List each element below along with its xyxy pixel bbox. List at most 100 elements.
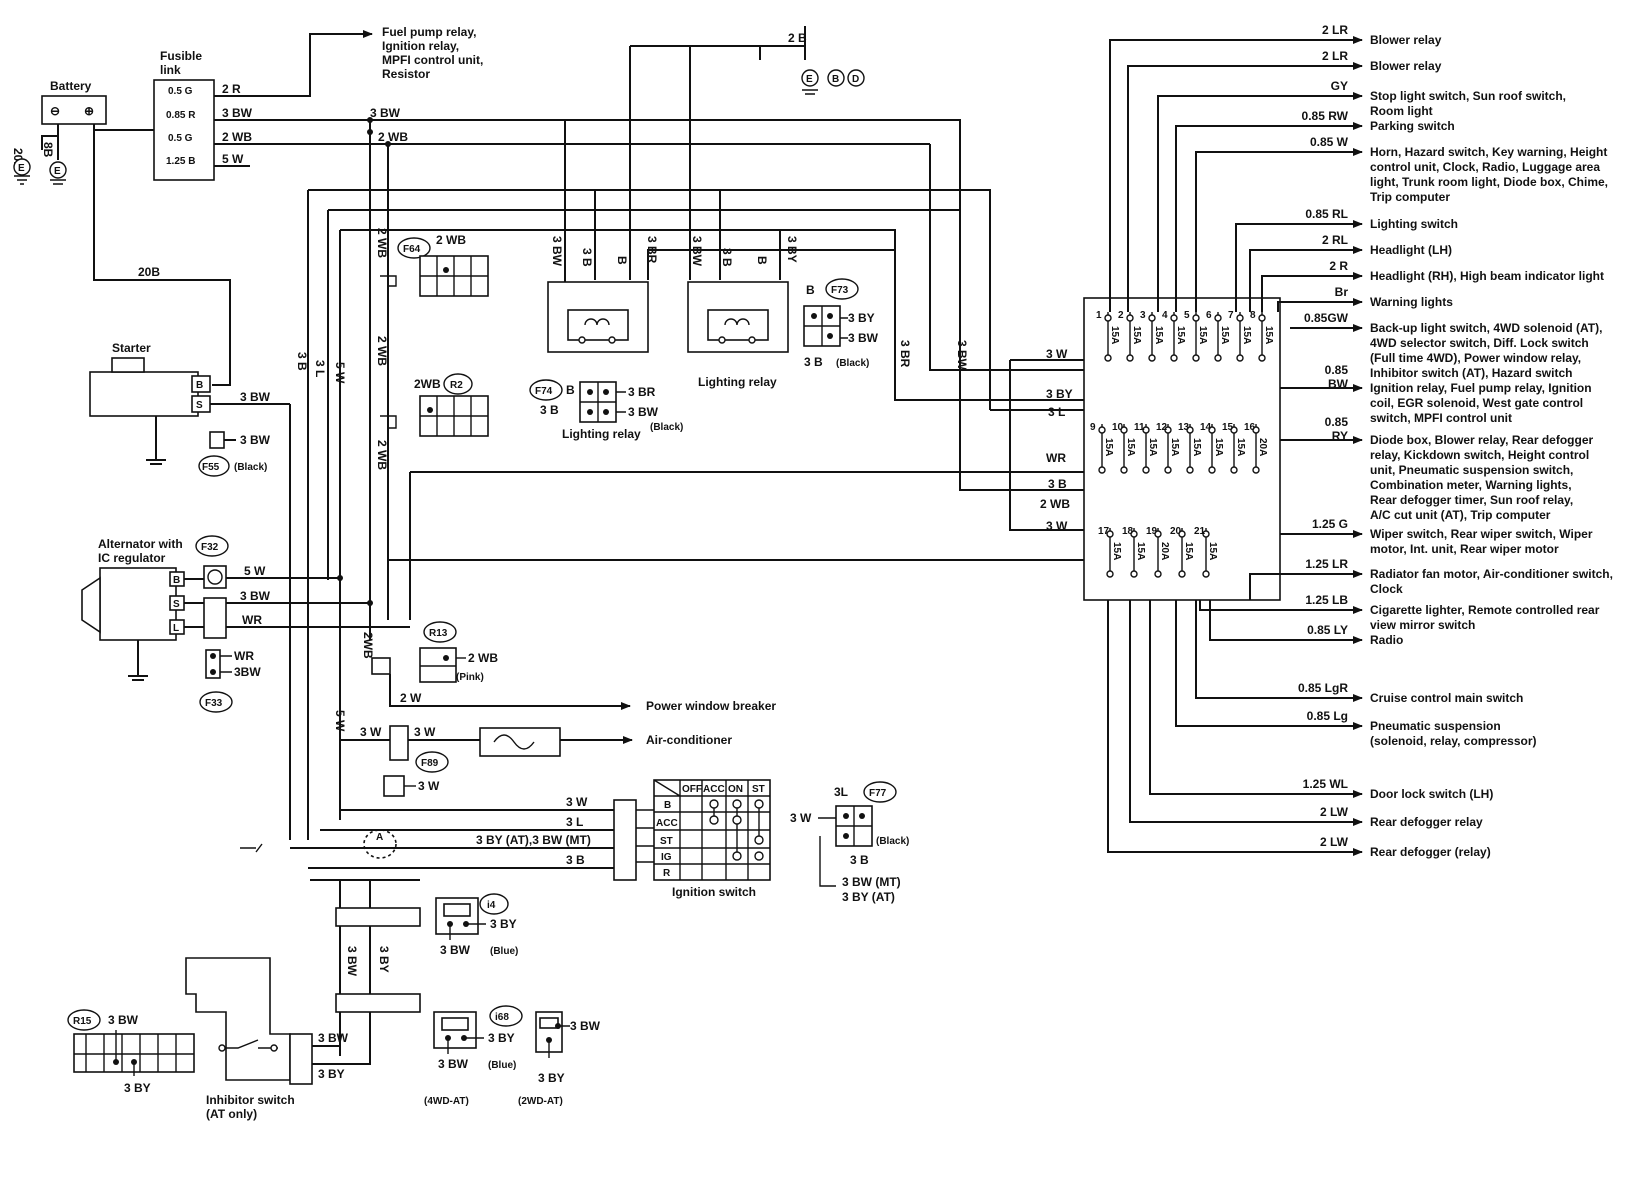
fuse-terminal	[1258, 354, 1266, 362]
starter-solenoid	[111, 357, 145, 373]
ground-tag-icon	[801, 69, 819, 87]
output-wire	[1249, 246, 1363, 312]
output-wire-label: GY	[1331, 79, 1348, 93]
vertical-wire-2wb: 2 WB	[375, 336, 389, 366]
relay-2-wire: B	[755, 256, 769, 265]
output-wire-label: 2 LR	[1322, 23, 1348, 37]
fusible-out-wire: 3 BW	[222, 106, 253, 120]
fuse-rating: 15A	[1103, 438, 1114, 456]
output-wire-label: Br	[1335, 285, 1349, 299]
fuse-terminal	[1104, 354, 1112, 362]
output-wire	[1175, 600, 1363, 730]
r13-tag-label: R13	[429, 628, 448, 639]
f89-wire: 3 W	[418, 779, 440, 793]
output-wire-label: 2 R	[1329, 259, 1348, 273]
fuse-terminal	[1192, 314, 1200, 322]
f89-tag	[415, 751, 449, 773]
f74-tag	[529, 379, 563, 401]
f74-connector: F74 B 3 B 3 BR 3 BW Lighting relay (Blac…	[529, 379, 683, 441]
fuel-pump-dest-line2: Ignition relay,	[382, 39, 459, 53]
starter-b-label: B	[196, 380, 203, 391]
fuse-terminal	[1104, 314, 1112, 322]
fuse-number: 3	[1140, 310, 1146, 321]
output-wire	[1235, 220, 1363, 312]
output-wire	[1149, 600, 1363, 798]
two-wd-connector: 3 BW 3 BY (2WD-AT)	[518, 1011, 601, 1107]
starter-s-label: S	[196, 400, 203, 411]
top-ground-e: E	[806, 74, 813, 85]
fuse-terminal	[1130, 570, 1138, 578]
f64-wire: 2 WB	[436, 233, 466, 247]
f55-tag	[198, 455, 230, 477]
alt-s-label: S	[173, 599, 180, 610]
fusible-out-wire: 2 WB	[222, 130, 252, 144]
fuse-input-wire: 3 B	[1048, 477, 1067, 491]
fuse-rating: 15A	[1135, 542, 1146, 560]
inhibitor-connector	[289, 1033, 313, 1085]
fuse-number: 12	[1156, 422, 1168, 433]
relay-2-wire: 3 B	[720, 248, 734, 267]
fuse-terminal	[1178, 570, 1186, 578]
output-wire	[1261, 272, 1363, 312]
top-wire-2b: 2 B	[788, 31, 807, 45]
fuse-number: 2	[1118, 310, 1124, 321]
output-wire-label: 1.25 G	[1312, 517, 1348, 531]
top-ground-d: D	[852, 74, 859, 85]
f33-tag-label: F33	[205, 698, 223, 709]
relay-2-body	[687, 281, 789, 353]
r15-connector: R15 3 BW 3 BY	[67, 1009, 195, 1095]
fuse-number: 6	[1206, 310, 1212, 321]
fusible-link-box	[153, 79, 215, 181]
battery-title: Battery	[50, 79, 92, 93]
fuse-rating: 15A	[1213, 438, 1224, 456]
fuse-terminal	[1208, 426, 1216, 434]
output-wire	[1199, 600, 1363, 614]
alternator-pulley	[81, 576, 101, 634]
f73-tag	[825, 278, 859, 300]
top-wire-2wb: 2 WB	[378, 130, 408, 144]
f77-connector: 3L F77 3 W (Black) 3 B 3 BW (MT) 3 BY (A…	[790, 781, 909, 904]
fuse-rating: 15A	[1241, 326, 1252, 344]
r13-note: (Pink)	[456, 672, 484, 683]
fusible-out-wire: 2 R	[222, 82, 241, 96]
f77-wire: 3 BY (AT)	[842, 890, 895, 904]
ignition-row-r: R	[663, 868, 671, 879]
f32-tag-label: F32	[201, 542, 219, 553]
f74-wire: 3 BR	[628, 385, 656, 399]
starter-out-wire: 3 BW	[240, 390, 271, 404]
r15-wire: 3 BY	[124, 1081, 151, 1095]
output-destination: Parking switch	[1370, 119, 1455, 133]
output-wire-label: 2 LW	[1320, 835, 1349, 849]
f55-wire: 3 BW	[240, 433, 271, 447]
inhibitor-title-line2: (AT only)	[206, 1107, 257, 1121]
harness-clamp	[335, 907, 421, 927]
output-wire-label: 2 LW	[1320, 805, 1349, 819]
inhibitor-wire: 3 BY	[318, 1067, 345, 1081]
r2-connector: 2WB R2	[380, 373, 489, 437]
fuse-terminal	[1236, 354, 1244, 362]
f73-note: (Black)	[836, 358, 869, 369]
fuse-terminal	[1186, 426, 1194, 434]
fusible-link-title-line1: Fusible	[160, 49, 202, 63]
fuse-number: 17	[1098, 526, 1110, 537]
fuse-terminal	[1098, 466, 1106, 474]
fuse-terminal	[1192, 354, 1200, 362]
fuse-terminal	[1120, 426, 1128, 434]
fusible-row-label: 1.25 B	[166, 156, 195, 167]
r13-body	[419, 647, 457, 683]
ignition-col-st: ST	[752, 784, 765, 795]
output-wire	[1175, 122, 1363, 312]
f55-connector	[209, 431, 225, 449]
fusible-row-label: 0.5 G	[168, 86, 193, 97]
lower-harness: 3 BW 3 BY	[310, 879, 421, 1056]
fuse-rating: 20A	[1257, 438, 1268, 456]
fuse-rating: 15A	[1235, 438, 1246, 456]
f33-connector	[205, 649, 221, 679]
i4-tag	[479, 893, 509, 915]
fuel-pump-dest-line4: Resistor	[382, 67, 430, 81]
relay-1-wire: B	[615, 256, 629, 265]
starter-body	[89, 371, 199, 417]
relay-2-wire: 3 BW	[690, 236, 704, 267]
output-wire	[1157, 92, 1363, 312]
